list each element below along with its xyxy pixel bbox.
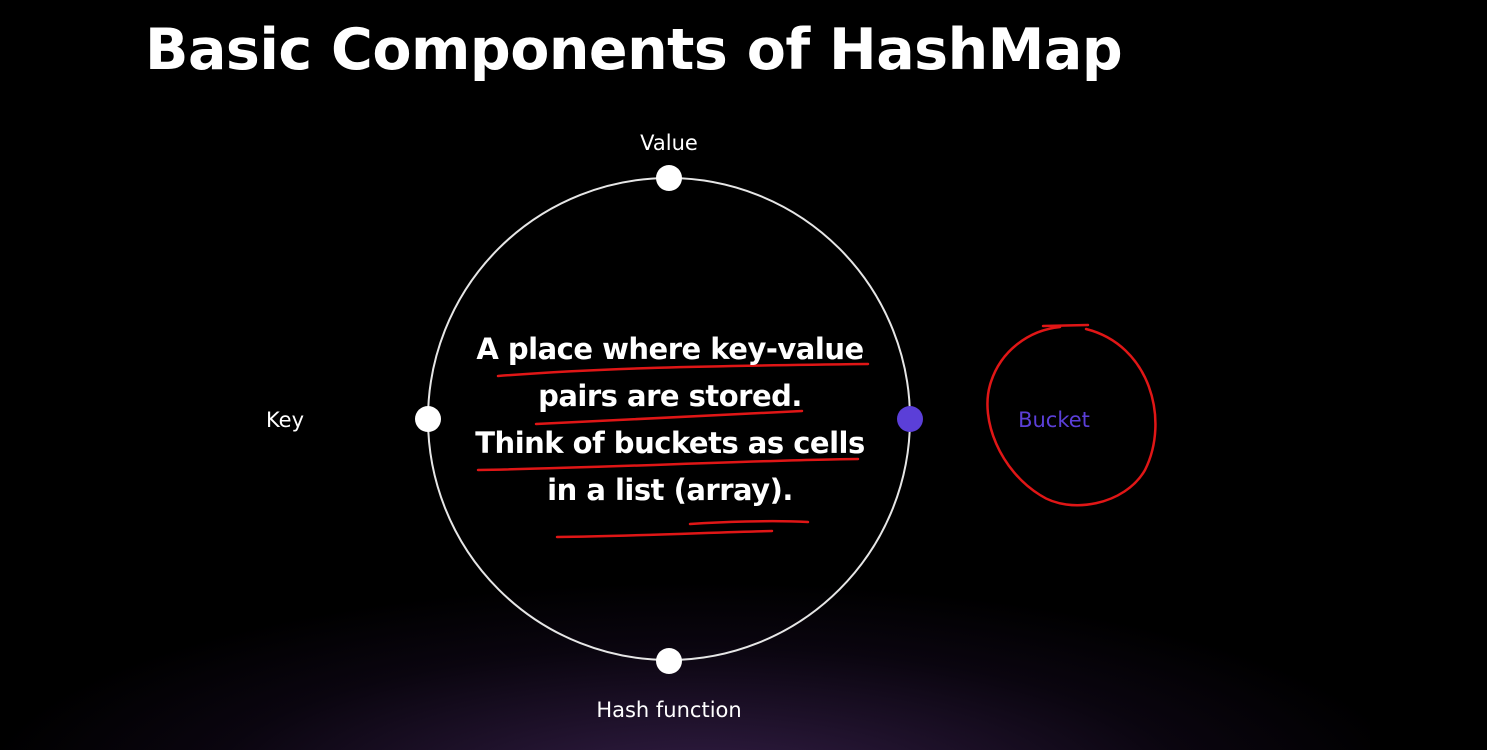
description-line: A place where key-value xyxy=(476,332,864,366)
bucket-label: Bucket xyxy=(1018,408,1090,432)
video-letterbox xyxy=(1370,0,1487,750)
hash-function-node xyxy=(656,648,682,674)
bucket-node xyxy=(897,406,923,432)
bucket-description: A place where key-value pairs are stored… xyxy=(475,326,865,514)
annotation-underline-3 xyxy=(476,457,860,472)
annotation-underline-1 xyxy=(496,362,870,378)
description-line: pairs are stored. xyxy=(538,379,802,413)
annotation-underline-5 xyxy=(555,529,774,539)
key-label: Key xyxy=(265,408,305,432)
annotation-underline-2 xyxy=(534,409,804,426)
slide-title: Basic Components of HashMap xyxy=(145,17,1123,83)
annotation-bucket-circle xyxy=(986,323,1157,507)
description-line: Think of buckets as cells xyxy=(475,426,865,460)
description-line: in a list (array). xyxy=(547,473,793,507)
key-node xyxy=(415,406,441,432)
value-node xyxy=(656,165,682,191)
hash-function-label: Hash function xyxy=(596,698,742,722)
value-label: Value xyxy=(640,131,698,155)
annotation-underline-4 xyxy=(688,519,810,526)
